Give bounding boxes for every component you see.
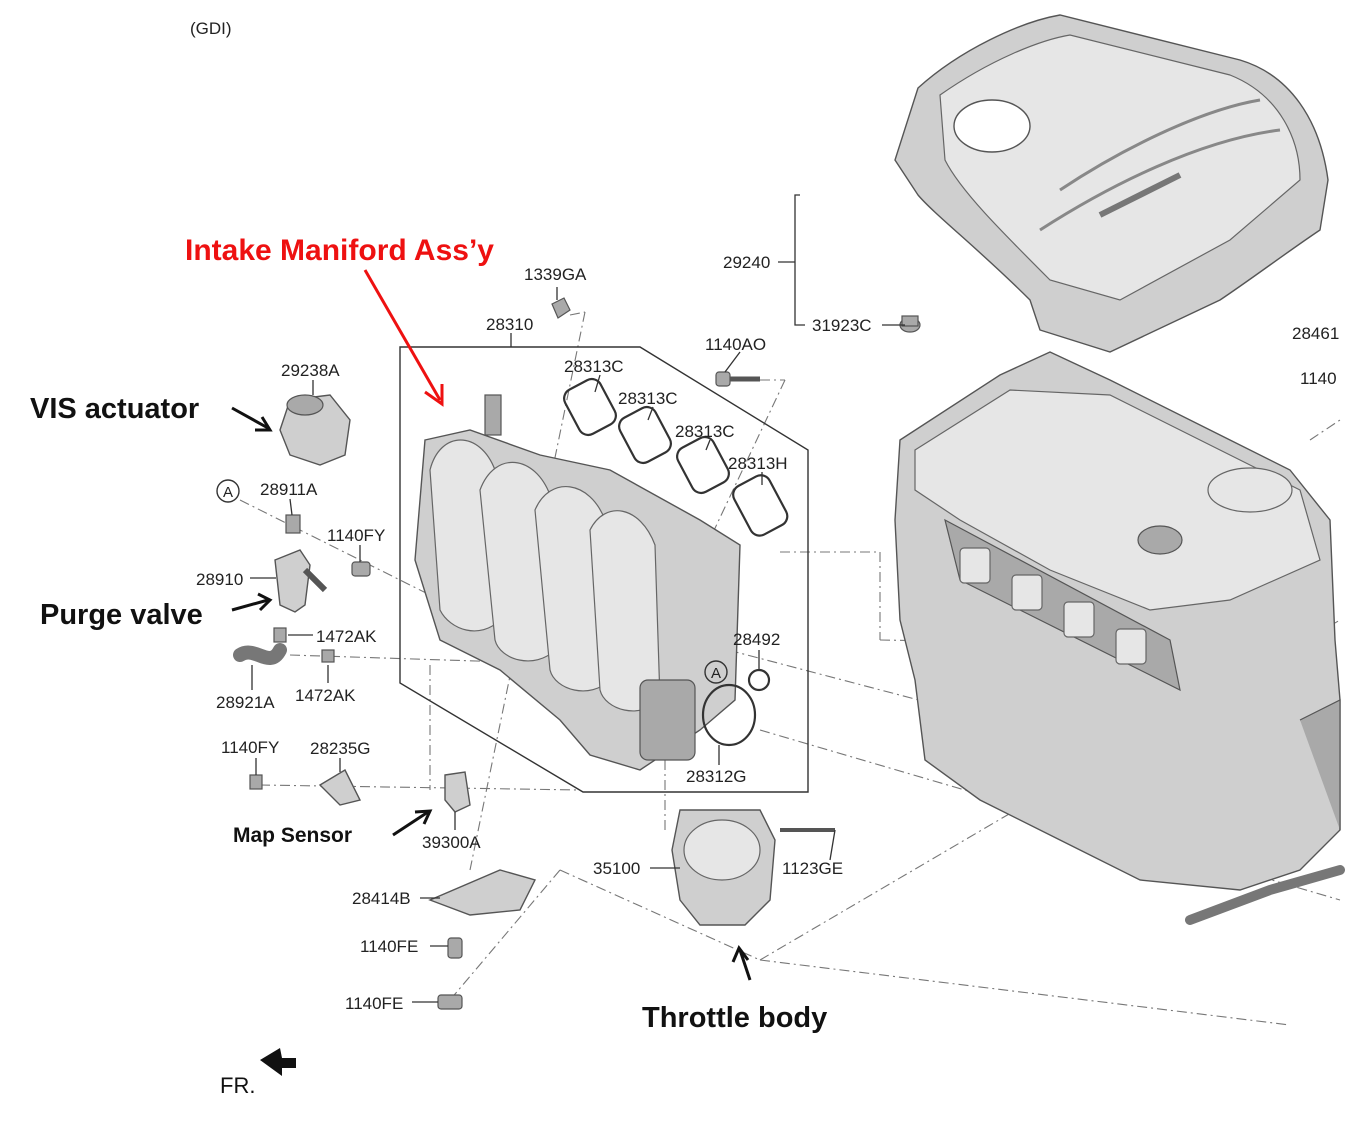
part-label-29240: 29240	[723, 253, 770, 272]
part-label-28921a: 28921A	[216, 693, 275, 712]
annotation-arrows	[231, 269, 752, 981]
part-label-28910: 28910	[196, 570, 243, 589]
circle-marker-a1-label: A	[223, 484, 233, 501]
part-label-28313c-3: 28313C	[675, 422, 735, 441]
part-label-29238a: 29238A	[281, 361, 340, 380]
part-label-28461: 28461	[1292, 324, 1339, 343]
annotation-throttle-body: Throttle body	[642, 1002, 827, 1034]
part-label-28313c-2: 28313C	[618, 389, 678, 408]
annotation-map-sensor: Map Sensor	[233, 824, 352, 847]
part-label-1140fe-2: 1140FE	[345, 994, 403, 1013]
annotation-intake-manifold: Intake Maniford Ass’y	[185, 234, 494, 267]
part-label-31923c: 31923C	[812, 316, 872, 335]
gaskets	[563, 377, 789, 747]
engine-block	[894, 351, 1345, 925]
part-label-1339ga: 1339GA	[524, 265, 587, 284]
part-label-28310: 28310	[486, 315, 533, 334]
part-label-1123ge: 1123GE	[782, 859, 843, 878]
part-label-28911a: 28911A	[260, 480, 318, 499]
annotation-vis-actuator: VIS actuator	[30, 393, 199, 425]
part-label-28312g: 28312G	[686, 767, 747, 786]
intake-manifold	[414, 394, 741, 771]
part-label-1140ao: 1140AO	[705, 335, 766, 354]
front-label: FR.	[220, 1073, 255, 1098]
leader-lines	[250, 194, 905, 1003]
circle-marker-a2: A	[704, 660, 728, 684]
variant-label: (GDI)	[190, 19, 232, 38]
part-label-1472ak-1: 1472AK	[316, 627, 377, 646]
part-label-28492: 28492	[733, 630, 780, 649]
part-label-1472ak-2: 1472AK	[295, 686, 356, 705]
part-label-28414b: 28414B	[352, 889, 411, 908]
part-label-28235g: 28235G	[310, 739, 371, 758]
front-indicator: FR.	[220, 1048, 296, 1098]
part-label-1140fy-1: 1140FY	[327, 526, 385, 545]
part-label-28313h: 28313H	[728, 454, 788, 473]
part-label-1140: 1140	[1300, 369, 1337, 388]
engine-cover	[894, 14, 1329, 353]
part-label-28313c-1: 28313C	[564, 357, 624, 376]
part-label-1140fy-2: 1140FY	[221, 738, 279, 757]
front-arrow-icon	[260, 1048, 296, 1076]
part-label-1140fe-1: 1140FE	[360, 937, 418, 956]
part-label-39300a: 39300A	[422, 833, 481, 852]
small-components	[233, 297, 835, 1010]
part-label-35100: 35100	[593, 859, 640, 878]
circle-marker-a1: A	[216, 479, 240, 503]
circle-marker-a2-label: A	[711, 665, 721, 682]
manifold-callout-box	[399, 346, 809, 793]
annotation-purge-valve: Purge valve	[40, 599, 203, 631]
